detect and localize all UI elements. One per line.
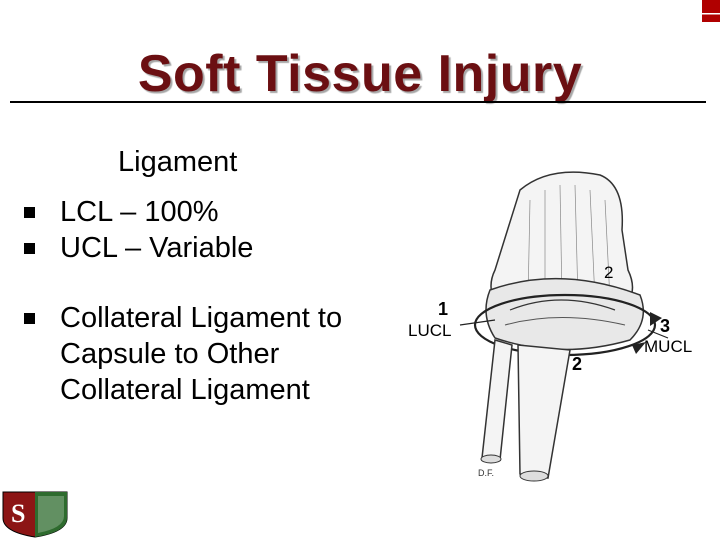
- corner-accent: [702, 0, 720, 22]
- label-lucl: LUCL: [408, 321, 451, 340]
- square-bullet-icon: [24, 313, 35, 324]
- artist-initials: D.F.: [478, 468, 494, 478]
- elbow-ligament-illustration: 1 LUCL 2 2 3 MUCL D.F.: [408, 171, 692, 482]
- label-mucl: MUCL: [644, 337, 692, 356]
- joint-capsule: [485, 277, 645, 351]
- bullet-text: UCL – Variable: [60, 232, 254, 264]
- bullet-text: LCL – 100%: [60, 196, 219, 228]
- bullet-item: UCL – Variable: [20, 230, 390, 266]
- bullet-item: Collateral Ligament to Capsule to Other …: [20, 300, 390, 408]
- bullet-text: Collateral Ligament to Capsule to Other …: [60, 302, 343, 406]
- bullet-item: LCL – 100%: [20, 194, 390, 230]
- ulna-bone: [517, 344, 571, 479]
- svg-text:S: S: [11, 499, 25, 528]
- stanford-sports-medicine-logo: S: [0, 484, 70, 540]
- label-number-2: 2: [572, 354, 582, 374]
- square-bullet-icon: [24, 243, 35, 254]
- slide-title: Soft Tissue Injury: [137, 45, 583, 103]
- label-number-1: 1: [438, 299, 448, 319]
- title-underline: [10, 101, 706, 103]
- bullet-list: LCL – 100% UCL – Variable Collateral Lig…: [20, 194, 390, 408]
- subheading-ligament: Ligament: [118, 146, 238, 178]
- square-bullet-icon: [24, 207, 35, 218]
- radius-bone: [481, 339, 513, 461]
- label-number-2-top: 2: [604, 263, 613, 282]
- label-number-3: 3: [660, 316, 670, 336]
